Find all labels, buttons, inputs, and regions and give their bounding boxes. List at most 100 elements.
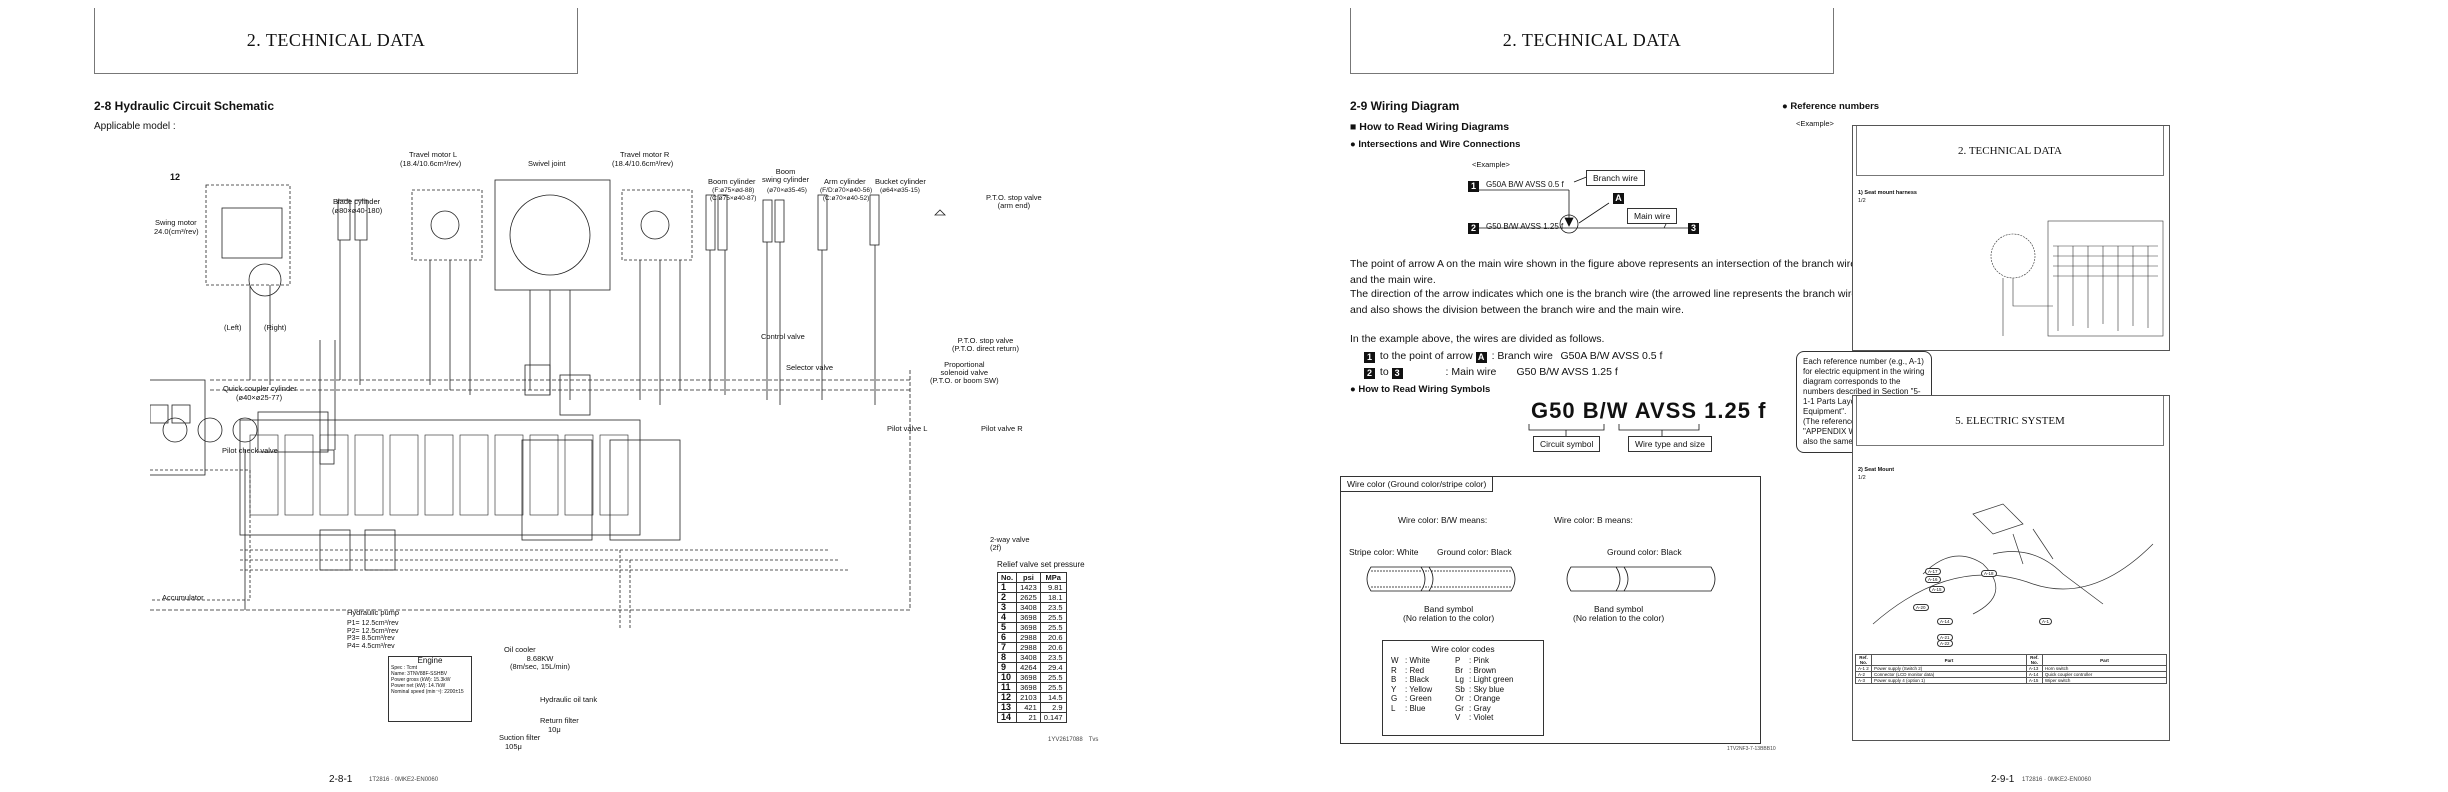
color-name: : White bbox=[1405, 656, 1430, 665]
swivel-joint-label: Swivel joint bbox=[528, 159, 566, 168]
color-name: : Gray bbox=[1469, 703, 1491, 713]
thumb2-title: 5. ELECTRIC SYSTEM bbox=[1856, 396, 2164, 446]
division-row-2: 2 to 3 : Main wire G50 B/W AVSS 1.25 f bbox=[1364, 364, 1662, 380]
hydraulic-schematic: 12 bbox=[150, 172, 946, 630]
wire-1-text: G50A B/W AVSS 0.5 f bbox=[1486, 180, 1564, 189]
relief-mpa: 9.81 bbox=[1039, 582, 1067, 593]
color-code: Br bbox=[1455, 665, 1463, 675]
color-name: : Brown bbox=[1469, 665, 1497, 675]
paragraph-division: In the example above, the wires are divi… bbox=[1350, 333, 1605, 345]
proportional-solenoid-label: Proportional solenoid valve (P.T.O. or b… bbox=[930, 360, 999, 385]
hydraulic-pump-label: Hydraulic pump bbox=[347, 608, 400, 617]
thumb2-part: Power supply 4 (option 1) bbox=[1871, 677, 2027, 684]
relief-mpa: 2.9 bbox=[1039, 702, 1067, 713]
relief-col-mpa: MPa bbox=[1039, 572, 1067, 583]
oil-cooler-label: Oil cooler bbox=[504, 645, 536, 654]
color-code: L bbox=[1391, 703, 1396, 713]
relief-mpa: 20.6 bbox=[1039, 632, 1067, 643]
boom-swing-cylinder-label: Boom swing cylinder bbox=[762, 167, 810, 184]
bullet-intersections: ● Intersections and Wire Connections bbox=[1350, 139, 1521, 150]
symbol-example: G50 B/W AVSS 1.25 f bbox=[1531, 398, 1767, 423]
blade-cylinder-dims: (ø80×ø40-180) bbox=[332, 206, 383, 215]
relief-no: 8 bbox=[996, 652, 1018, 663]
left-label: (Left) bbox=[224, 323, 242, 332]
marker-2: 2 bbox=[1468, 223, 1479, 234]
color-code: W bbox=[1391, 656, 1399, 665]
relief-mpa: 23.5 bbox=[1039, 652, 1067, 663]
circuit-symbol-label: Circuit symbol bbox=[1533, 436, 1601, 452]
pilot-valve-l-label: Pilot valve L bbox=[887, 424, 928, 433]
travel-motor-r-disp: (18.4/10.6cm³/rev) bbox=[612, 159, 674, 168]
subheading-how-to-read: ■ How to Read Wiring Diagrams bbox=[1350, 121, 1510, 133]
color-code: Gr bbox=[1455, 703, 1464, 713]
arm-cylinder-label: Arm cylinder bbox=[824, 177, 866, 186]
division-row-1: 1 to the point of arrow A : Branch wire … bbox=[1364, 348, 1662, 364]
color-code: V bbox=[1455, 713, 1461, 722]
ground-color-black-2: Ground color: Black bbox=[1607, 547, 1682, 557]
relief-psi: 4264 bbox=[1016, 662, 1041, 673]
ref-example-label: <Example> bbox=[1796, 119, 1834, 128]
quick-coupler-cylinder-label: Quick coupler cylinder bbox=[223, 384, 297, 393]
color-name: : Pink bbox=[1469, 656, 1490, 665]
wire-2-text: G50 B/W AVSS 1.25 f bbox=[1486, 222, 1564, 231]
relief-mpa: 25.5 bbox=[1039, 672, 1067, 683]
thumb2-callout: A-17 bbox=[1925, 568, 1941, 575]
wire-intersection-diagram bbox=[1476, 175, 1694, 234]
bucket-cylinder-label: Bucket cylinder bbox=[875, 177, 926, 186]
color-code: Sb bbox=[1455, 684, 1465, 694]
pilot-valve-r-label: Pilot valve R bbox=[981, 424, 1023, 433]
b-means-label: Wire color: B means: bbox=[1554, 515, 1633, 525]
division-row-2-value: G50 B/W AVSS 1.25 f bbox=[1516, 366, 1618, 378]
pto-stop-valve-arm-label: P.T.O. stop valve (arm end) bbox=[986, 193, 1042, 210]
marker-1: 1 bbox=[1468, 181, 1479, 192]
two-way-valve-label: 2-way valve (2f) bbox=[990, 535, 1030, 552]
color-code: Y bbox=[1391, 684, 1397, 694]
wire-color-box-title: Wire color (Ground color/stripe color) bbox=[1340, 476, 1494, 492]
relief-mpa: 23.5 bbox=[1039, 602, 1067, 613]
section-heading: 2-9 Wiring Diagram bbox=[1350, 99, 1460, 113]
wire-type-size-label: Wire type and size bbox=[1628, 436, 1712, 452]
color-name: : Sky blue bbox=[1469, 684, 1505, 694]
page-number: 2-9-1 bbox=[1991, 774, 2015, 785]
thumb1-title: 2. TECHNICAL DATA bbox=[1856, 126, 2164, 176]
relief-no: 11 bbox=[996, 682, 1018, 693]
svg-text:12: 12 bbox=[170, 172, 180, 182]
pto-stop-valve-direct-label: P.T.O. stop valve (P.T.O. direct return) bbox=[952, 336, 1019, 353]
thumb2-seat-drawing bbox=[1872, 503, 2154, 625]
engine-box: Engine Spec : Tcmt Name: 3TNV88F-SSHBV P… bbox=[388, 656, 472, 722]
relief-no: 12 bbox=[996, 692, 1018, 703]
engine-specs: Spec : Tcmt Name: 3TNV88F-SSHBV Power gr… bbox=[391, 665, 464, 695]
band-symbol-2: Band symbol (No relation to the color) bbox=[1573, 604, 1665, 623]
division-row-2-kind: : Main wire bbox=[1445, 366, 1497, 378]
swing-motor-label: Swing motor bbox=[155, 218, 197, 227]
thumb2-ref: A-3 bbox=[1855, 677, 1872, 684]
section-heading: 2-8 Hydraulic Circuit Schematic bbox=[94, 99, 275, 113]
symbol-brackets bbox=[1528, 424, 1700, 436]
relief-mpa: 14.5 bbox=[1039, 692, 1067, 703]
left-page: 2. TECHNICAL DATA 2-8 Hydraulic Circuit … bbox=[94, 8, 1099, 785]
header-title-box: 2. TECHNICAL DATA bbox=[94, 8, 578, 74]
relief-psi: 421 bbox=[1016, 702, 1041, 713]
bucket-cylinder-dims: (ø64×ø35-15) bbox=[880, 187, 920, 194]
relief-no: 6 bbox=[996, 632, 1018, 643]
relief-col-no: No. bbox=[996, 572, 1018, 583]
quick-coupler-dims: (ø40×ø25-77) bbox=[236, 393, 283, 402]
figure-code: 1TV2NF3-7-13BBB10 bbox=[1727, 746, 1776, 752]
thumb2-col-part2: Part bbox=[2041, 654, 2168, 666]
header-title: 2. TECHNICAL DATA bbox=[246, 30, 426, 50]
thumb2-callout: A-18 bbox=[1981, 570, 1997, 577]
hydraulic-oil-tank-label: Hydraulic oil tank bbox=[540, 695, 598, 704]
relief-no: 7 bbox=[996, 642, 1018, 653]
doc-code: 1T2816 · 0MKE2-EN0060 bbox=[369, 777, 439, 783]
bw-means-label: Wire color: B/W means: bbox=[1398, 515, 1488, 525]
relief-mpa: 25.5 bbox=[1039, 622, 1067, 633]
square-bullet-icon: ■ bbox=[1350, 121, 1357, 133]
